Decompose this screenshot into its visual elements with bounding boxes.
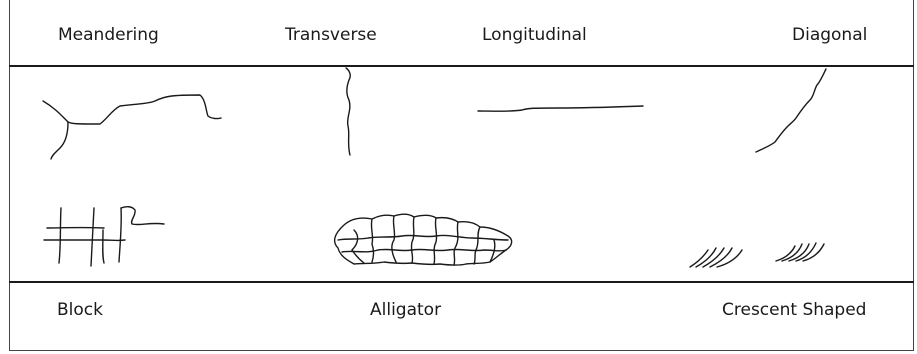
top-divider [9,65,914,67]
crescent-crack-sketch [689,242,825,268]
longitudinal-crack-sketch [477,105,644,112]
label-block: Block [57,300,103,320]
label-alligator: Alligator [370,300,442,320]
meandering-crack-sketch [42,94,222,160]
alligator-crack-sketch [333,213,513,266]
figure-frame [9,0,914,351]
diagonal-crack-sketch [755,68,827,153]
label-diagonal: Diagonal [792,25,868,45]
block-crack-sketch [43,205,165,267]
label-meandering: Meandering [58,25,159,45]
label-transverse: Transverse [285,25,377,45]
bottom-divider [9,281,914,283]
transverse-crack-sketch [345,67,351,156]
label-crescent-shaped: Crescent Shaped [722,300,867,320]
label-longitudinal: Longitudinal [482,25,587,45]
